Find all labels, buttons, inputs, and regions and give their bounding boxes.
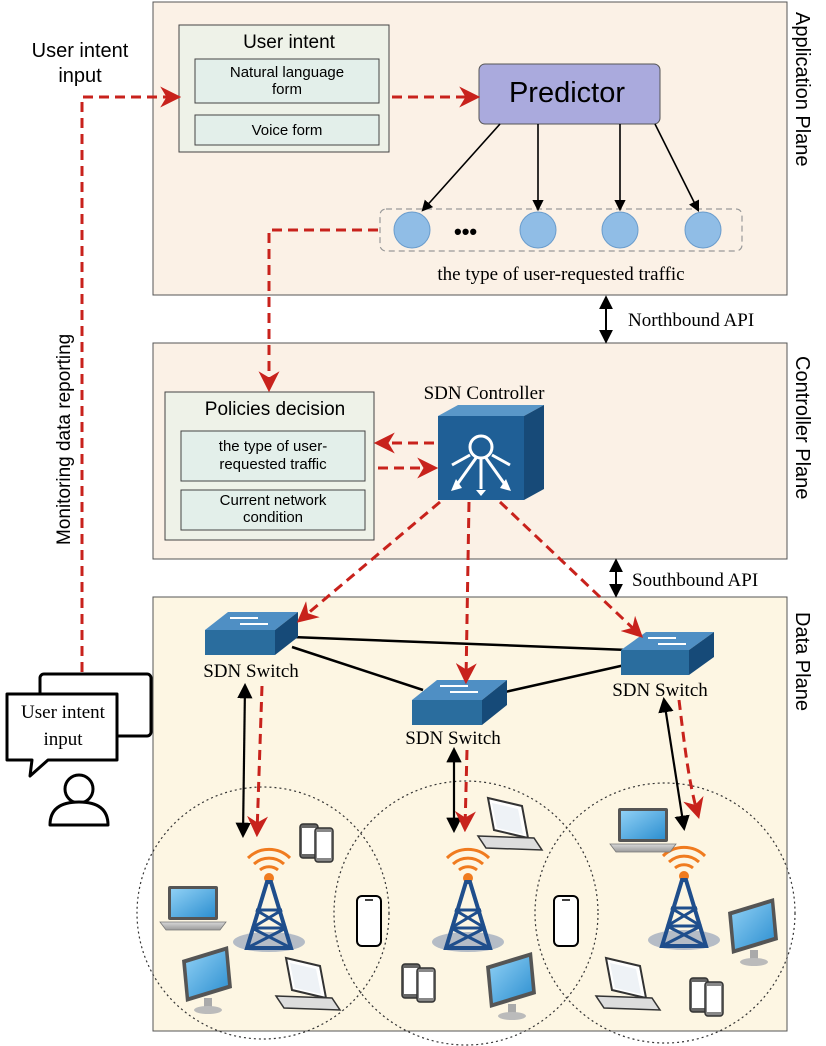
monitor-icon	[728, 898, 778, 966]
bubble-line2: input	[43, 729, 83, 750]
laptop-icon	[159, 886, 227, 931]
tablet-icon	[594, 956, 662, 1011]
policy-network-box	[180, 489, 366, 531]
traffic-type-group	[379, 208, 743, 252]
tablet-icon	[274, 956, 342, 1011]
switch-middle-icon	[412, 680, 507, 725]
switch-right-icon	[621, 632, 714, 675]
smartphone-icon	[553, 895, 579, 947]
sdn-controller-label: SDN Controller	[424, 383, 546, 404]
monitor-icon	[486, 952, 536, 1020]
predictor-arrow-4	[654, 123, 700, 213]
sdn-controller-icon	[438, 405, 544, 500]
link-left-middle	[291, 645, 424, 692]
speech-bubble: User intent input	[5, 692, 119, 778]
user-icon	[48, 773, 110, 827]
switch-middle-label: SDN Switch	[405, 728, 501, 749]
traffic-node-2	[519, 211, 557, 249]
policy-network-line2: condition	[243, 509, 303, 526]
cell-middle	[333, 780, 599, 1046]
smartphone-icon	[356, 895, 382, 947]
tablet-icon	[476, 796, 544, 851]
controller-plane-label: Controller Plane	[791, 356, 813, 499]
tower-right-icon	[648, 845, 720, 950]
predictor-label: Predictor	[509, 77, 625, 109]
policies-title: Policies decision	[205, 399, 345, 420]
natural-language-line2: form	[272, 81, 302, 98]
phones-icon	[299, 823, 334, 863]
predictor-arrow-1	[421, 123, 501, 212]
controller-to-left-switch	[296, 500, 441, 623]
laptop-icon	[609, 808, 677, 853]
monitor-icon	[182, 946, 232, 1014]
link-left-right	[291, 635, 629, 652]
user-intent-input-line1: User intent	[32, 40, 129, 62]
bubble-line1: User intent	[21, 702, 106, 723]
cell-left	[136, 786, 390, 1040]
monitoring-label: Monitoring data reporting	[54, 334, 75, 545]
link-middle-right	[504, 663, 626, 694]
phones-icon	[401, 963, 436, 1003]
voice-form-box	[194, 114, 380, 146]
traffic-node-3	[601, 211, 639, 249]
phones-icon	[689, 977, 724, 1017]
right-switch-tower-link	[658, 696, 690, 832]
user-intent-input-line2: input	[58, 65, 102, 87]
traffic-type-label: the type of user-requested traffic	[437, 264, 684, 285]
cell-right	[534, 782, 796, 1044]
tower-middle-icon	[432, 847, 504, 952]
switch-right-label: SDN Switch	[612, 680, 708, 701]
southbound-api-label: Southbound API	[632, 570, 758, 591]
policy-traffic-line1: the type of user-	[219, 438, 327, 455]
natural-language-line1: Natural language	[230, 64, 344, 81]
middle-switch-tower-data	[454, 749, 476, 833]
traffic-ellipsis: •••	[454, 219, 477, 244]
traffic-node-1	[393, 211, 431, 249]
policies-decision-box: Policies decision the type of user- requ…	[164, 391, 375, 541]
policy-traffic-box	[180, 430, 366, 482]
controller-to-right-switch	[498, 500, 644, 638]
voice-form-label: Voice form	[252, 122, 323, 139]
right-switch-tower-data	[677, 699, 704, 820]
application-plane-label: Application Plane	[791, 12, 813, 167]
left-switch-tower-data	[247, 685, 269, 838]
traffic-to-policy-path	[258, 228, 378, 393]
user-intent-title: User intent	[243, 32, 336, 53]
natural-language-box	[194, 58, 380, 104]
switch-left-label: SDN Switch	[203, 661, 299, 682]
switch-left-icon	[205, 612, 298, 655]
predictor-box: Predictor	[478, 63, 661, 125]
northbound-api-label: Northbound API	[628, 310, 754, 331]
tower-left-icon	[233, 847, 305, 952]
policy-network-line1: Current network	[220, 492, 327, 509]
traffic-node-4	[684, 211, 722, 249]
left-switch-tower-link	[235, 682, 253, 839]
controller-to-middle-switch	[455, 501, 477, 685]
policy-traffic-line2: requested traffic	[219, 456, 327, 473]
data-plane-label: Data Plane	[791, 612, 813, 711]
user-intent-box: User intent Natural language form Voice …	[178, 24, 390, 153]
